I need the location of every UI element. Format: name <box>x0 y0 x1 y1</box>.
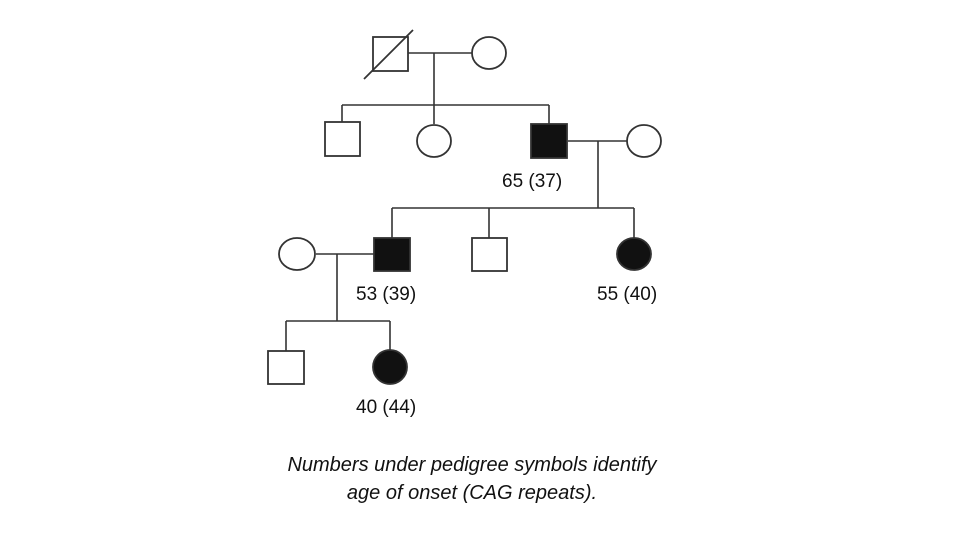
circle-icon <box>471 36 507 70</box>
caption-line-1: Numbers under pedigree symbols identify <box>287 454 657 476</box>
circle-icon <box>626 124 662 158</box>
filled-circle-icon <box>616 237 652 271</box>
figure-caption: Numbers under pedigree symbols identify … <box>0 451 944 507</box>
filled-square-icon <box>530 123 568 159</box>
pedigree-labels: 65 (37) 53 (39) 55 (40) 40 (44) <box>356 171 657 418</box>
onset-label-iii4: 55 (40) <box>597 284 657 305</box>
caption-line-2: age of onset (CAG repeats). <box>346 482 598 504</box>
pedigree-chart: 65 (37) 53 (39) 55 (40) 40 (44) <box>267 29 662 418</box>
filled-circle-icon <box>372 349 408 385</box>
onset-label-iii2: 53 (39) <box>356 284 416 305</box>
onset-label-iv2: 40 (44) <box>356 397 416 418</box>
square-icon <box>267 350 305 385</box>
square-icon <box>471 237 508 272</box>
deceased-slash-icon <box>363 29 414 80</box>
pedigree-symbols <box>267 29 662 385</box>
pedigree-lines <box>285 52 635 351</box>
square-icon <box>324 121 361 157</box>
onset-label-ii3: 65 (37) <box>502 171 562 192</box>
circle-icon <box>278 237 316 271</box>
filled-square-icon <box>373 237 411 272</box>
circle-icon <box>416 124 452 158</box>
